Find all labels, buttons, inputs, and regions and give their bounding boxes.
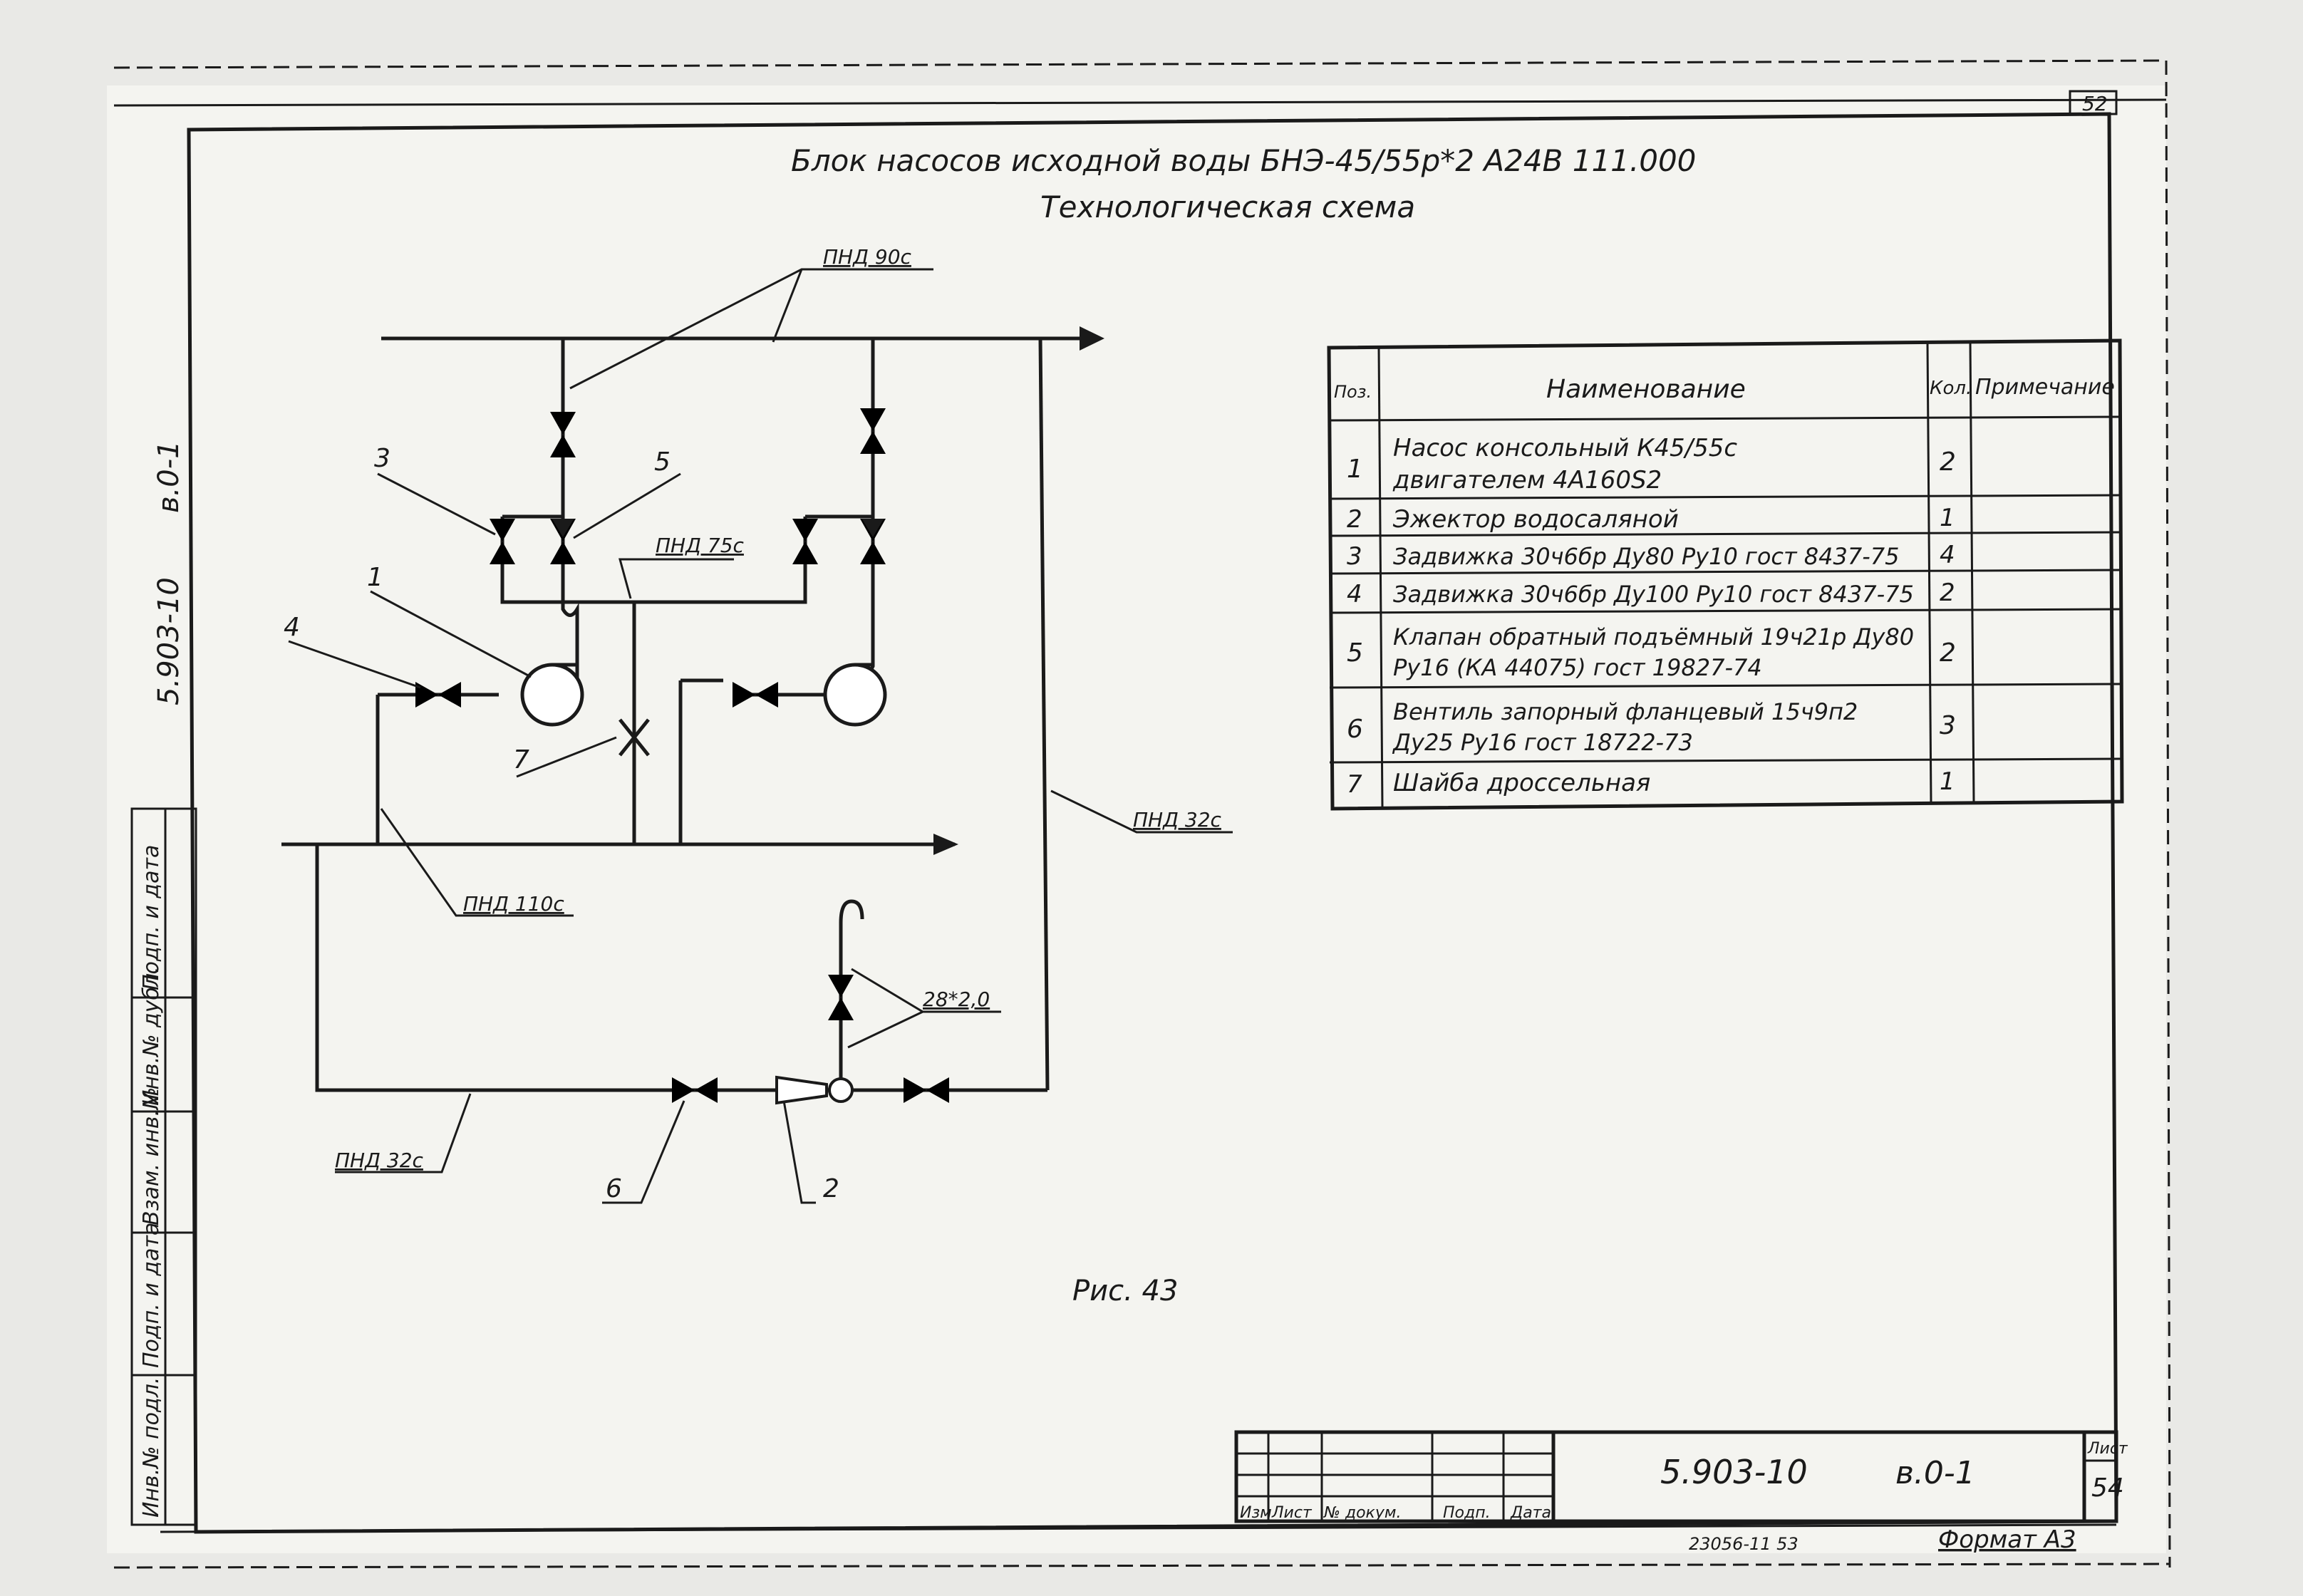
flow-arrow-top [1080,326,1104,351]
row-6-pos: 6 [1347,715,1363,744]
label-tube28: 28*2,0 [923,988,990,1011]
page-number: 52 [2082,92,2108,115]
tb-col-0: Изм [1240,1504,1272,1522]
side-code: 5.903-10 [152,577,185,705]
spec-table: Поз. Наименование Кол. Примечание 1 Насо… [1327,338,2124,811]
callouts: 1 2 3 4 5 6 7 [284,444,839,1203]
label-pnd110: ПНД 110с [463,892,564,916]
stamp-3: Инв.№ дубл. [139,966,164,1106]
check-valve-5-left [550,519,576,564]
th-note: Примечание [1975,375,2115,400]
diagram-subtitle: Технологическая схема [1040,190,1415,224]
flow-arrow-suction [933,834,958,855]
row-1-name-2: двигателем 4А160S2 [1392,466,1662,494]
stamp-0: Инв.№ подл. [139,1377,164,1518]
row-1-name-1: Насос консольный К45/55с [1393,434,1737,462]
row-1-qty: 2 [1940,447,1956,477]
stamp-2: Взам. инв.№ [139,1087,164,1226]
row-6-name-1: Вентиль запорный фланцевый 15ч9п2 [1393,698,1858,725]
tb-format: Формат А3 [1938,1525,2076,1554]
th-qty: Кол. [1930,378,1972,399]
left-stamp: Инв.№ подл. Подп. и дата Взам. инв.№ Инв… [130,807,197,1526]
callout-1: 1 [367,563,383,592]
row-6-name-2: Ду25 Ру16 гост 18722-73 [1392,729,1693,756]
row-3-pos: 3 [1347,542,1362,571]
label-pnd75: ПНД 75с [656,534,745,557]
row-6-qty: 3 [1940,711,1956,740]
th-name: Наименование [1546,375,1746,404]
callout-7: 7 [513,745,529,774]
row-3-name-1: Задвижка 30ч6бр Ду80 Ру10 гост 8437-75 [1393,543,1900,570]
stamp-4: Подп. и дата [139,845,164,990]
tb-code: 5.903-10 [1660,1453,1808,1491]
side-sheet: в.0-1 [152,440,185,513]
row-4-name-1: Задвижка 30ч6бр Ду100 Ру10 гост 8437-75 [1393,581,1914,608]
row-4-pos: 4 [1347,580,1362,608]
row-1-pos: 1 [1347,455,1363,484]
tb-sheet-label: Лист [2087,1440,2128,1458]
row-2-pos: 2 [1347,505,1362,534]
row-3-qty: 4 [1940,541,1955,569]
row-5-pos: 5 [1347,638,1363,668]
row-7-qty: 1 [1940,767,1955,796]
diagram-title: Блок насосов исходной воды БНЭ-45/55р*2 … [791,143,1696,178]
side-code-group: в.0-1 5.903-10 [152,440,185,705]
figure-caption: Рис. 43 [1072,1275,1178,1307]
row-4-qty: 2 [1940,579,1955,607]
row-2-qty: 1 [1940,504,1955,532]
row-5-name-2: Ру16 (КА 44075) гост 19827-74 [1393,654,1762,681]
row-2-name-1: Эжектор водосаляной [1392,505,1679,534]
tb-col-4: Дата [1510,1504,1551,1522]
callout-2: 2 [823,1174,839,1203]
label-pnd90: ПНД 90с [823,245,912,269]
label-pnd32-bottom: ПНД 32с [335,1149,424,1172]
callout-6: 6 [606,1174,622,1203]
row-7-name-1: Шайба дроссельная [1393,769,1650,797]
tb-col-1: Лист [1271,1504,1313,1522]
tb-col-3: Подп. [1443,1504,1491,1522]
callout-3: 3 [374,444,390,473]
stamp-1: Подп. и дата [139,1223,164,1368]
tb-col-2: № докум. [1323,1504,1401,1522]
tb-sheet-ref: в.0-1 [1895,1455,1975,1491]
callout-4: 4 [284,613,300,642]
orifice-7 [619,718,650,757]
tb-order-no: 23056-11 53 [1689,1534,1799,1554]
tb-sheet-num: 54 [2091,1473,2124,1503]
row-5-qty: 2 [1940,638,1956,668]
title-block: Изм Лист № докум. Подп. Дата 5.903-10 в.… [1234,1430,2128,1554]
callout-5: 5 [654,447,671,477]
pump-1 [520,663,584,727]
pump-2 [823,663,887,727]
ejector-2 [775,1075,828,1105]
pipe-labels: ПНД 90с ПНД 75с ПНД 32с ПНД 110с 28*2,0 … [335,245,1222,1172]
label-pnd32-right: ПНД 32с [1133,808,1222,831]
check-valve-5-right [860,519,886,564]
row-7-pos: 7 [1347,770,1362,799]
th-pos: Поз. [1334,382,1372,402]
row-5-name-1: Клапан обратный подъёмный 19ч21р Ду80 [1393,623,1914,651]
piping-schematic [281,268,1233,1204]
